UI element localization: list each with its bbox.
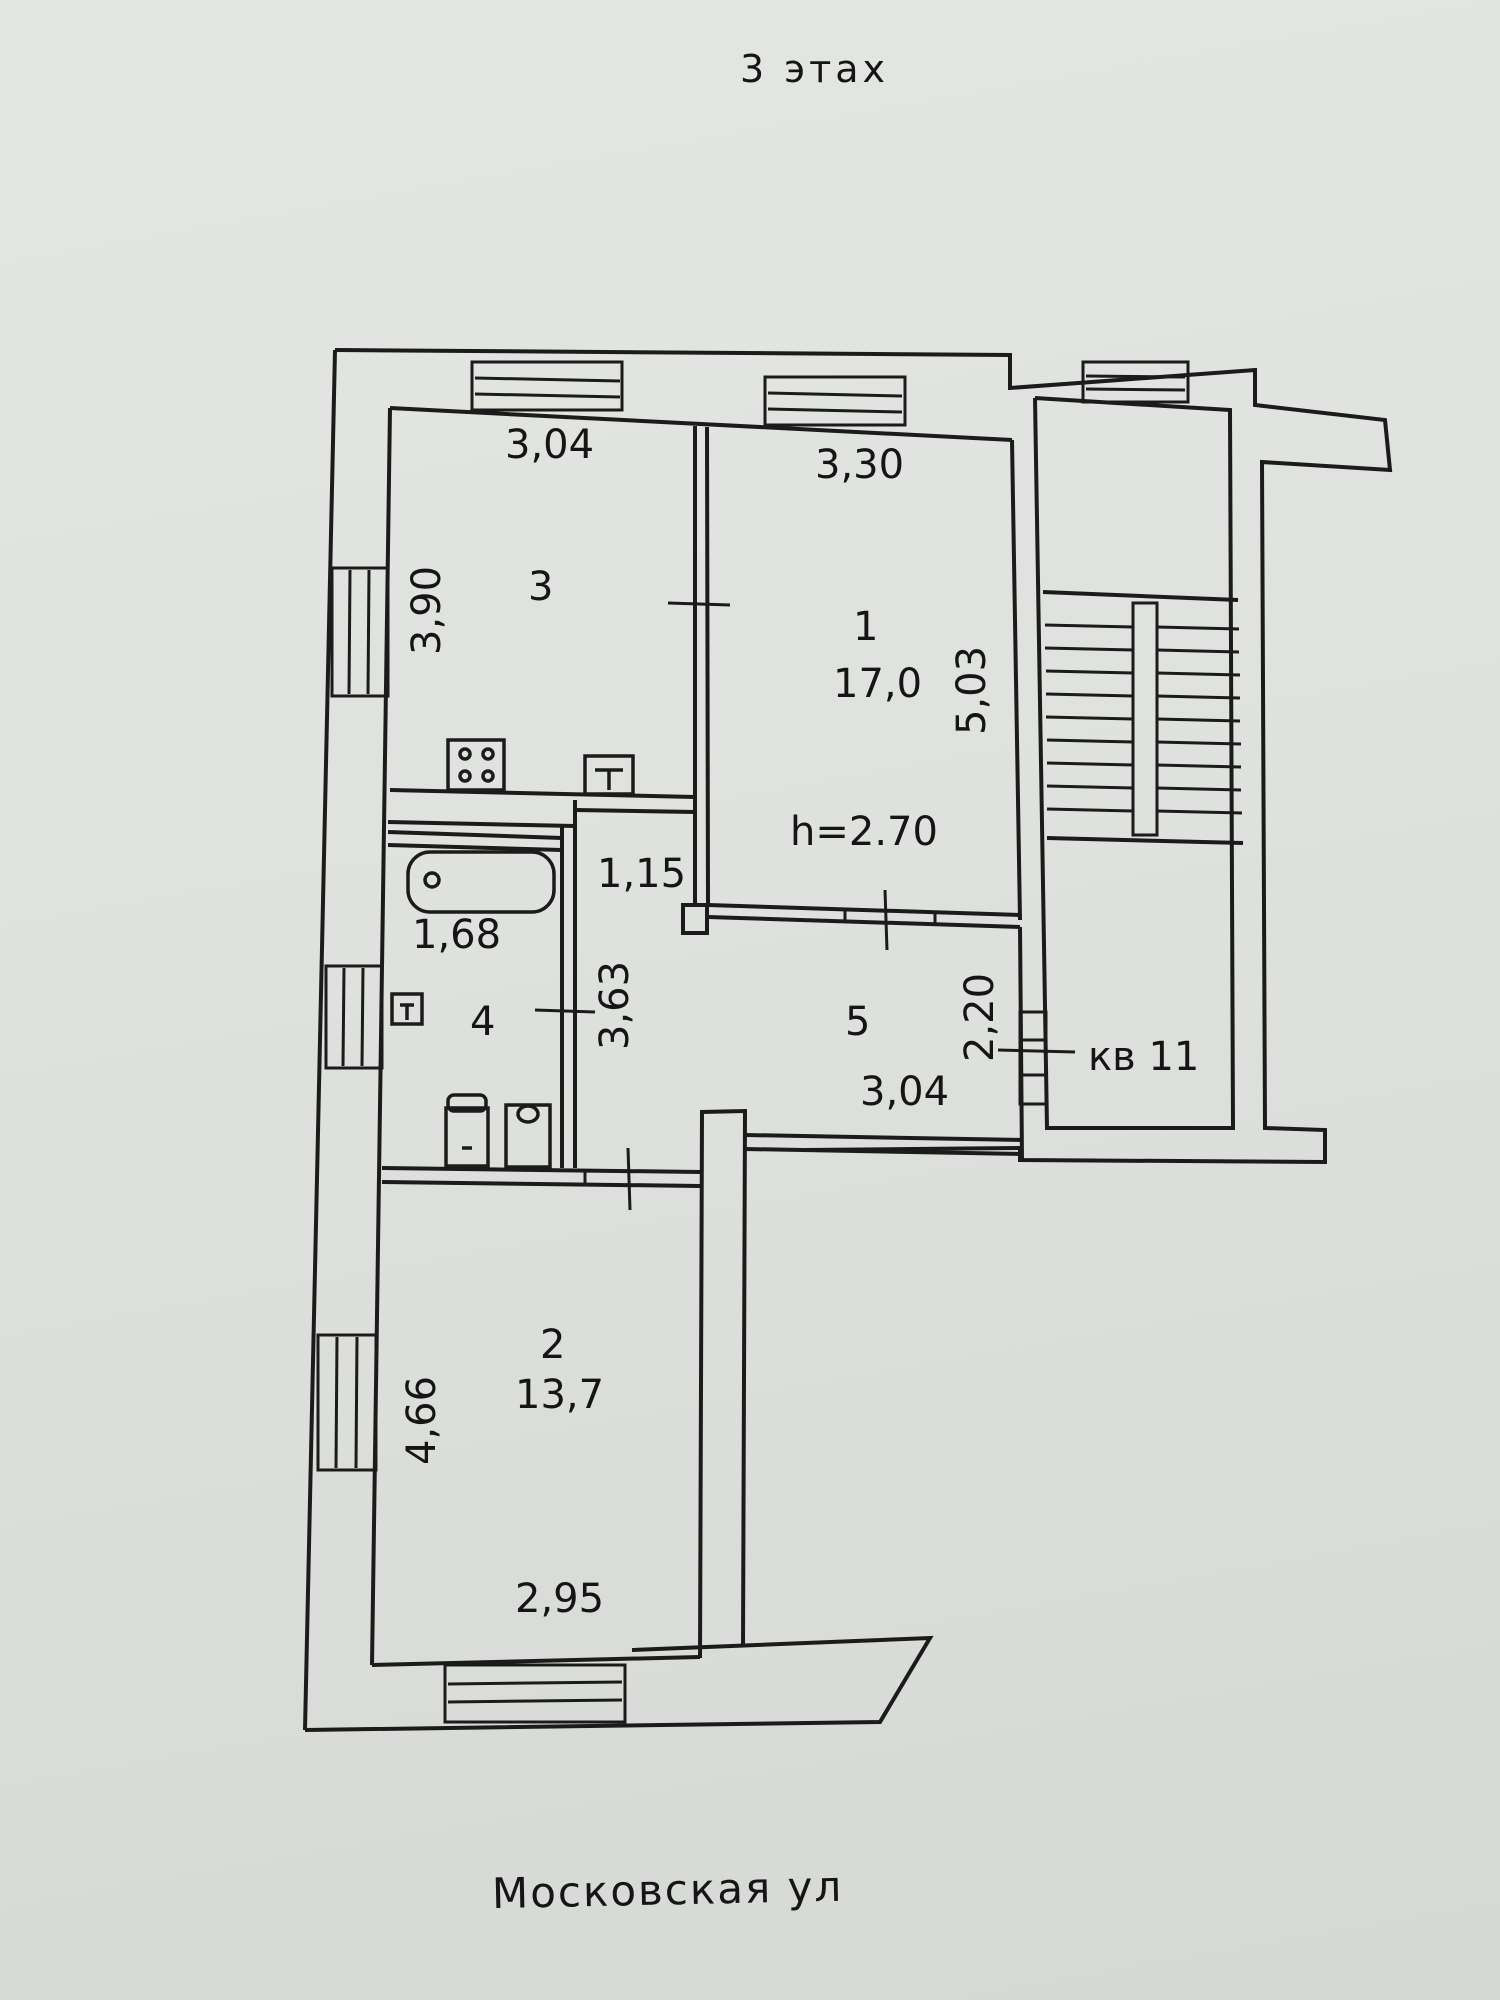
- windows: [316, 360, 1190, 1724]
- kitchen-sink-icon: [583, 754, 635, 796]
- room-5-number: 5: [845, 999, 870, 1045]
- street-label: Московская ул: [491, 1862, 843, 1918]
- ceiling-height: h=2.70: [790, 809, 938, 855]
- room-1-length: 5,03: [949, 646, 995, 735]
- washbasin-icon: [504, 1103, 552, 1169]
- room-2-width: 2,95: [515, 1576, 604, 1622]
- apartment-label: кв 11: [1088, 1034, 1199, 1080]
- fixtures: [387, 738, 635, 1169]
- room-2-number: 2: [540, 1322, 565, 1368]
- door-marks: [534, 601, 1076, 1211]
- toilet-icon: [444, 1093, 490, 1168]
- room-2-length: 4,66: [399, 1376, 445, 1465]
- floor-title: 3 этах: [740, 47, 889, 91]
- room-4-number: 4: [470, 999, 495, 1045]
- stove-icon: [446, 738, 506, 792]
- room-1-width: 3,30: [815, 442, 904, 488]
- corridor-width: 1,15: [597, 851, 686, 897]
- bathtub-icon: [406, 850, 556, 914]
- room-1-number: 1: [853, 604, 878, 650]
- water-heater-icon: [390, 992, 424, 1026]
- room-1-area: 17,0: [833, 661, 922, 707]
- room-2-area: 13,7: [515, 1372, 604, 1418]
- room-3-length: 3,90: [404, 566, 450, 655]
- room-4-length: 3,63: [592, 961, 638, 1050]
- room-5-width: 3,04: [860, 1069, 949, 1115]
- room-5-length: 2,20: [957, 973, 1003, 1062]
- room-3-number: 3: [528, 564, 553, 610]
- partitions: [381, 426, 1024, 1659]
- room-4-width: 1,68: [412, 912, 501, 958]
- room-3-width: 3,04: [505, 422, 594, 468]
- staircase: [1018, 396, 1244, 1130]
